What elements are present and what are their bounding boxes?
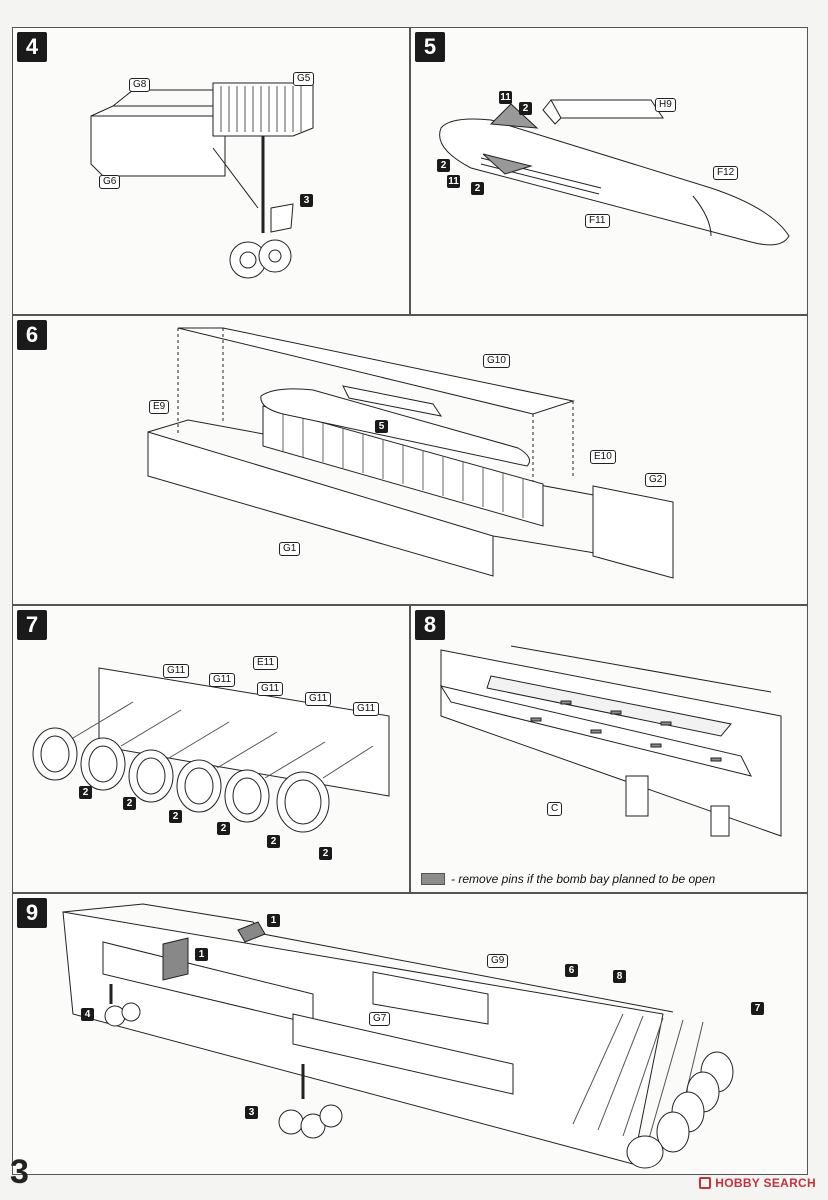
step-number: 9: [17, 898, 47, 928]
part-label-g7: G7: [369, 1012, 391, 1026]
step-ref-2: 2: [437, 159, 450, 172]
fuselage-pins-drawing: [439, 645, 782, 837]
step-ref-11: 11: [447, 175, 460, 188]
step-number: 7: [17, 610, 47, 640]
step-number: 6: [17, 320, 47, 350]
part-label-g10: G10: [483, 354, 510, 368]
watermark-text: HOBBY SEARCH: [715, 1176, 816, 1190]
part-label-c: C: [547, 802, 563, 816]
part-label-f11: F11: [585, 214, 610, 228]
part-label-g11: G11: [305, 692, 332, 706]
step-ref-7: 7: [751, 1002, 764, 1015]
step-number: 4: [17, 32, 47, 62]
pin-removal-legend: - remove pins if the bomb bay planned to…: [421, 872, 715, 886]
part-label-e9: E9: [149, 400, 170, 414]
step-ref-4: 4: [81, 1008, 94, 1021]
bomb-bay-drawing: [147, 327, 674, 579]
fuselage-assembly-drawing: [62, 903, 734, 1169]
part-label-g6: G6: [99, 175, 121, 189]
step-8-panel: 8 C - remove pins if the bomb bay planne…: [410, 605, 808, 893]
step-9-panel: 9 G9 G7 1 1 6 8 7 4 3: [12, 893, 808, 1175]
part-label-g8: G8: [129, 78, 151, 92]
step-ref-3: 3: [300, 194, 313, 207]
step-ref-8: 8: [613, 970, 626, 983]
landing-gear-bay-drawing: [90, 82, 314, 279]
part-label-g5: G5: [293, 72, 315, 86]
step-ref-2: 2: [123, 797, 136, 810]
part-label-g2: G2: [645, 473, 667, 487]
step-ref-2: 2: [267, 835, 280, 848]
step-ref-11: 11: [499, 91, 512, 104]
step-ref-2: 2: [471, 182, 484, 195]
part-label-g11: G11: [353, 702, 380, 716]
part-label-e11: E11: [253, 656, 279, 670]
watermark-logo-icon: [699, 1177, 712, 1189]
legend-text: - remove pins if the bomb bay planned to…: [451, 872, 716, 886]
step-4-panel: 4 G8 G5 G6 3: [12, 27, 410, 315]
step-ref-1: 1: [195, 948, 208, 961]
part-label-f12: F12: [713, 166, 739, 180]
watermark: HOBBY SEARCH: [699, 1176, 816, 1190]
step-ref-6: 6: [565, 964, 578, 977]
missile-drawing: [439, 99, 790, 246]
step-ref-3: 3: [245, 1106, 258, 1119]
step-6-panel: 6 G10 E9 E10 G2 G1 5: [12, 315, 808, 605]
step-ref-2: 2: [319, 847, 332, 860]
step-7-panel: 7 G11 E11 G11 G11 G11 G11 2 2 2 2 2 2: [12, 605, 410, 893]
step-5-panel: 5 H9 F12 F11 11 2 2 11 2: [410, 27, 808, 315]
page-number: 3: [10, 1153, 29, 1191]
part-label-e10: E10: [590, 450, 616, 464]
step-number: 8: [415, 610, 445, 640]
step-ref-2: 2: [519, 102, 532, 115]
legend-swatch: [421, 873, 445, 885]
engine-nozzles-drawing: [32, 667, 390, 833]
step-ref-1: 1: [267, 914, 280, 927]
part-label-g11: G11: [163, 664, 190, 678]
step-ref-2: 2: [217, 822, 230, 835]
part-label-g1: G1: [279, 542, 301, 556]
step-ref-5: 5: [375, 420, 388, 433]
part-label-g11: G11: [257, 682, 284, 696]
part-label-g11: G11: [209, 673, 236, 687]
part-label-g9: G9: [487, 954, 509, 968]
step-ref-2: 2: [79, 786, 92, 799]
step-number: 5: [415, 32, 445, 62]
step-ref-2: 2: [169, 810, 182, 823]
part-label-h9: H9: [655, 98, 676, 112]
